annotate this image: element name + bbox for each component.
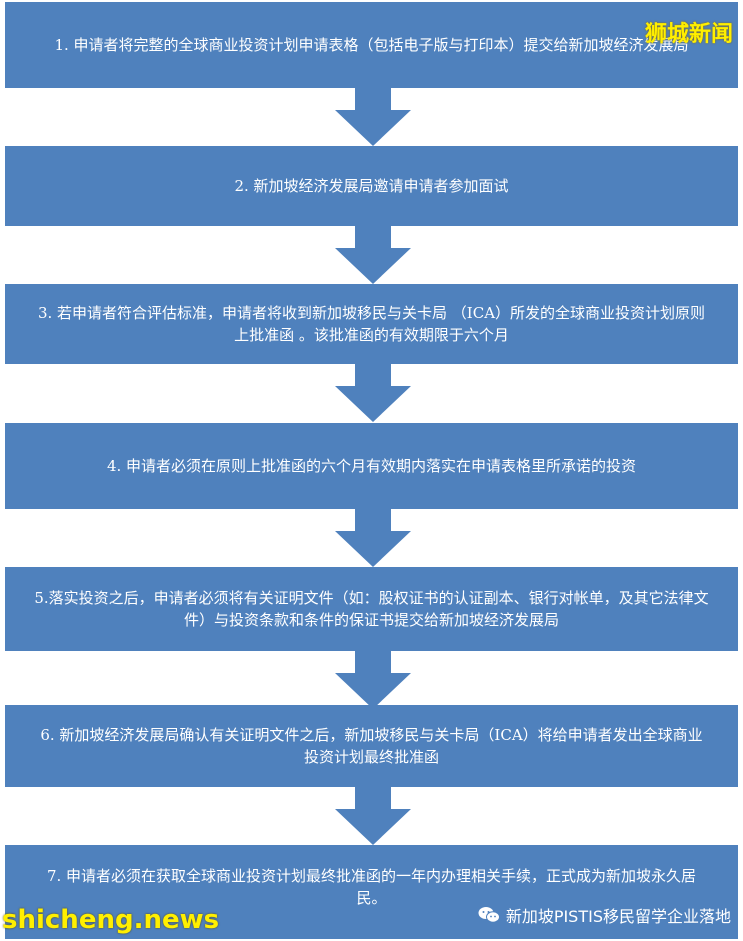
wechat-account-name: 新加坡PISTIS移民留学企业落地 [505,907,731,926]
step-text-7: 7. 申请者必须在获取全球商业投资计划最终批准函的一年内办理相关手续，正式成为新… [46,867,697,907]
wechat-account-badge: 新加坡PISTIS移民留学企业落地 [478,903,731,927]
arrow-down-icon [335,226,411,284]
arrow-down-icon [335,651,411,709]
step-text-5: 5.落实投资之后，申请者必须将有关证明文件（如：股权证书的认证副本、银行对帐单，… [34,589,709,629]
arrow-down-icon [335,787,411,845]
step-box-7: 7. 申请者必须在获取全球商业投资计划最终批准函的一年内办理相关手续，正式成为新… [5,845,738,939]
step-box-6: 6. 新加坡经济发展局确认有关证明文件之后，新加坡移民与关卡局（ICA）将给申请… [5,705,738,787]
arrow-down-icon [335,509,411,567]
step-box-5: 5.落实投资之后，申请者必须将有关证明文件（如：股权证书的认证副本、银行对帐单，… [5,567,738,651]
watermark-site: shicheng.news [2,905,220,935]
wechat-icon [478,906,500,924]
step-text-4: 4. 申请者必须在原则上批准函的六个月有效期内落实在申请表格里所承诺的投资 [106,457,637,475]
step-text-3: 3. 若申请者符合评估标准，申请者将收到新加坡移民与关卡局 （ICA）所发的全球… [37,304,706,344]
step-text-2: 2. 新加坡经济发展局邀请申请者参加面试 [234,177,509,195]
step-box-4: 4. 申请者必须在原则上批准函的六个月有效期内落实在申请表格里所承诺的投资 [5,423,738,509]
step-text-1: 1. 申请者将完整的全球商业投资计划申请表格（包括电子版与打印本）提交给新加坡经… [54,36,689,54]
arrow-down-icon [335,88,411,146]
step-text-6: 6. 新加坡经济发展局确认有关证明文件之后，新加坡移民与关卡局（ICA）将给申请… [40,726,703,766]
step-box-2: 2. 新加坡经济发展局邀请申请者参加面试 [5,146,738,226]
watermark-top-right: 狮城新闻 [644,22,733,47]
arrow-down-icon [335,364,411,422]
step-box-3: 3. 若申请者符合评估标准，申请者将收到新加坡移民与关卡局 （ICA）所发的全球… [5,284,738,364]
step-box-1: 1. 申请者将完整的全球商业投资计划申请表格（包括电子版与打印本）提交给新加坡经… [5,2,738,88]
